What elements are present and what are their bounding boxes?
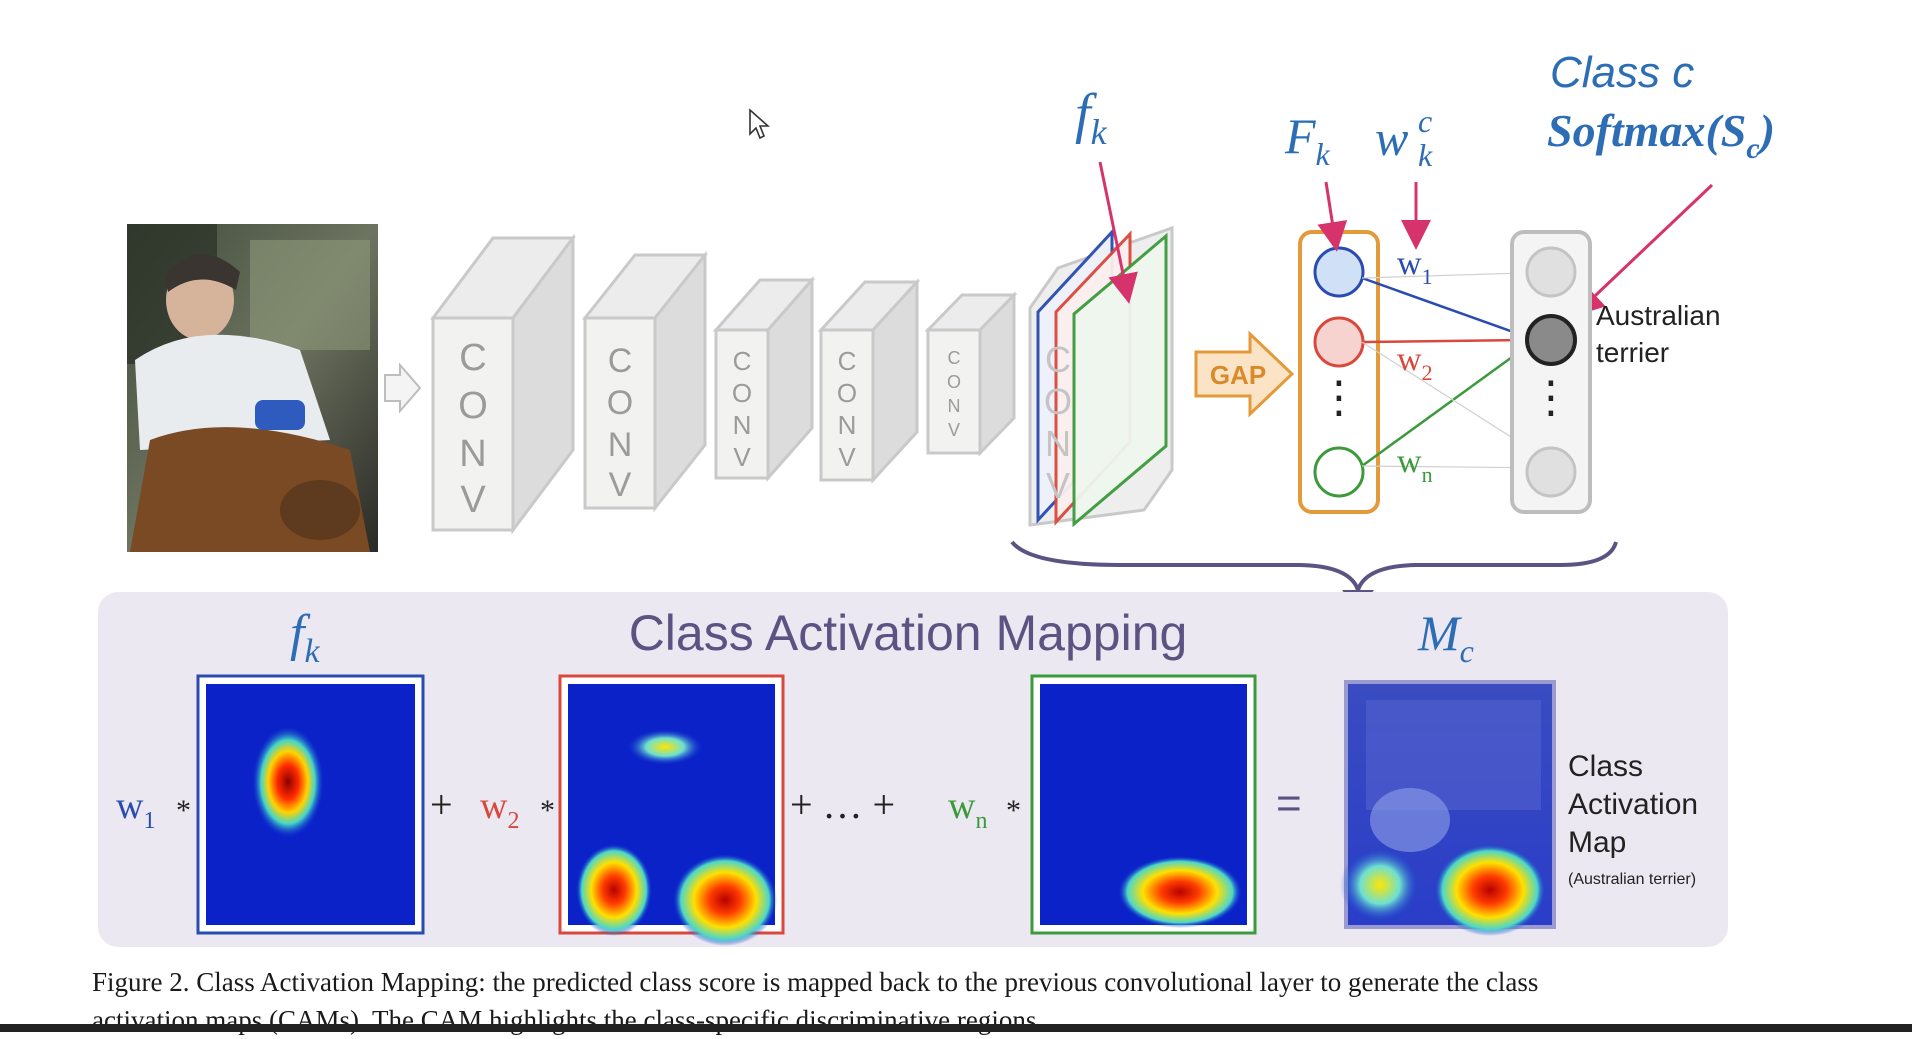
conv-letter: C (948, 348, 961, 368)
bottom-bar (0, 1024, 1912, 1032)
conv-letters-4: C O N V (837, 346, 857, 472)
class-label-terrier: terrier (1596, 337, 1669, 368)
mouse-cursor-icon (749, 108, 770, 140)
conv-letter: N (948, 396, 961, 416)
softmax-annotation: Softmax(Sc) (1547, 105, 1775, 165)
cam-times-n: * (1006, 794, 1021, 827)
conv-letter: O (837, 378, 857, 408)
cam-w2: w2 (480, 785, 519, 834)
caption-line-2: activation maps (CAMs). The CAM highligh… (92, 1005, 1044, 1035)
cam-w1: w1 (116, 785, 155, 834)
output-vector: ⋮ (1510, 230, 1592, 514)
Fk-annotation: Fk (1284, 108, 1331, 172)
cam-map-label-3: Map (1568, 826, 1626, 859)
conv-letter: C (838, 346, 857, 376)
conv-letter: V (838, 442, 856, 472)
wkc-subscript: k (1418, 137, 1433, 173)
conv-letter: V (733, 442, 751, 472)
pooled-vector: ⋮ (1298, 230, 1380, 514)
conv-letter: V (948, 420, 960, 440)
input-arrow (384, 362, 422, 414)
cam-equals: = (1276, 779, 1302, 828)
cam-wn: wn (948, 785, 987, 834)
conv-block-4 (817, 278, 921, 484)
heatmap-n (1030, 674, 1257, 935)
conv-block-3 (712, 276, 816, 482)
conv-letter: O (607, 384, 633, 422)
softmax-arrow (1573, 183, 1714, 317)
conv-letters-5: C O N V (947, 348, 961, 440)
conv-letters-1: C O N V (458, 337, 488, 521)
wn-label: wn (1397, 443, 1433, 487)
gap-label: GAP (1210, 360, 1266, 390)
cam-times-2: * (540, 794, 555, 827)
conv-block-2 (581, 250, 709, 513)
fk-arrow (1098, 161, 1138, 304)
conv-letters-6: C O N V (1044, 339, 1072, 506)
heatmap-2 (558, 674, 785, 946)
conv-letter: V (609, 466, 632, 504)
node-blue (1313, 246, 1365, 298)
class-c-annotation: Class c (1550, 48, 1694, 97)
output-vdots: ⋮ (1529, 373, 1573, 422)
node-vdots: ⋮ (1317, 373, 1361, 422)
conv-letter: C (608, 342, 633, 380)
node-red (1313, 316, 1365, 368)
caption-line-1: Figure 2. Class Activation Mapping: the … (92, 967, 1539, 997)
conv-letter: N (608, 426, 633, 464)
conv-letter: V (460, 479, 486, 521)
cam-map-label-1: Class (1568, 750, 1643, 783)
cam-mc-label: Mc (1417, 605, 1474, 669)
wkc-symbol: w (1375, 110, 1408, 166)
conv-block-5 (924, 291, 1018, 457)
conv-block-1 (430, 233, 576, 535)
conv-letters-3: C O N V (732, 346, 752, 472)
cam-panel (98, 592, 1728, 947)
wkc-superscript: c (1418, 103, 1432, 139)
cam-map-label-2: Activation (1568, 788, 1698, 821)
node-green (1313, 446, 1365, 498)
cam-title: Class Activation Mapping (629, 605, 1188, 661)
class-label-australian: Australian (1596, 300, 1721, 331)
cam-ellipsis: + … + (790, 782, 895, 827)
cam-output-map (1340, 680, 1556, 936)
conv-letter: V (1046, 465, 1070, 506)
conv-letter: N (459, 433, 486, 475)
conv-letters-2: C O N V (607, 342, 633, 504)
heatmap-1 (196, 674, 425, 935)
conv-letter: C (1045, 339, 1071, 380)
w1-label: w1 (1397, 245, 1433, 289)
conv-letter: O (947, 372, 961, 392)
conv-letter: O (732, 378, 752, 408)
cam-times-1: * (176, 794, 191, 827)
weight-annotation: w c k (1375, 103, 1433, 173)
conv-letter: N (838, 410, 857, 440)
conv-letter: N (733, 410, 752, 440)
conv-letter: N (1045, 423, 1071, 464)
conv-letter: C (459, 337, 486, 379)
conv-letter: C (733, 346, 752, 376)
Fk-arrow (1317, 181, 1348, 252)
brace (1010, 540, 1618, 597)
fk-annotation: fk (1075, 83, 1108, 152)
conv-letter: O (458, 385, 488, 427)
conv-letter: O (1044, 381, 1072, 422)
node-australian-terrier (1525, 314, 1577, 366)
cam-plus: + (430, 782, 453, 827)
cam-map-note: (Australian terrier) (1568, 871, 1696, 888)
gap-arrow: GAP (1194, 330, 1295, 418)
w2-label: w2 (1397, 341, 1433, 385)
input-photo (127, 224, 378, 552)
